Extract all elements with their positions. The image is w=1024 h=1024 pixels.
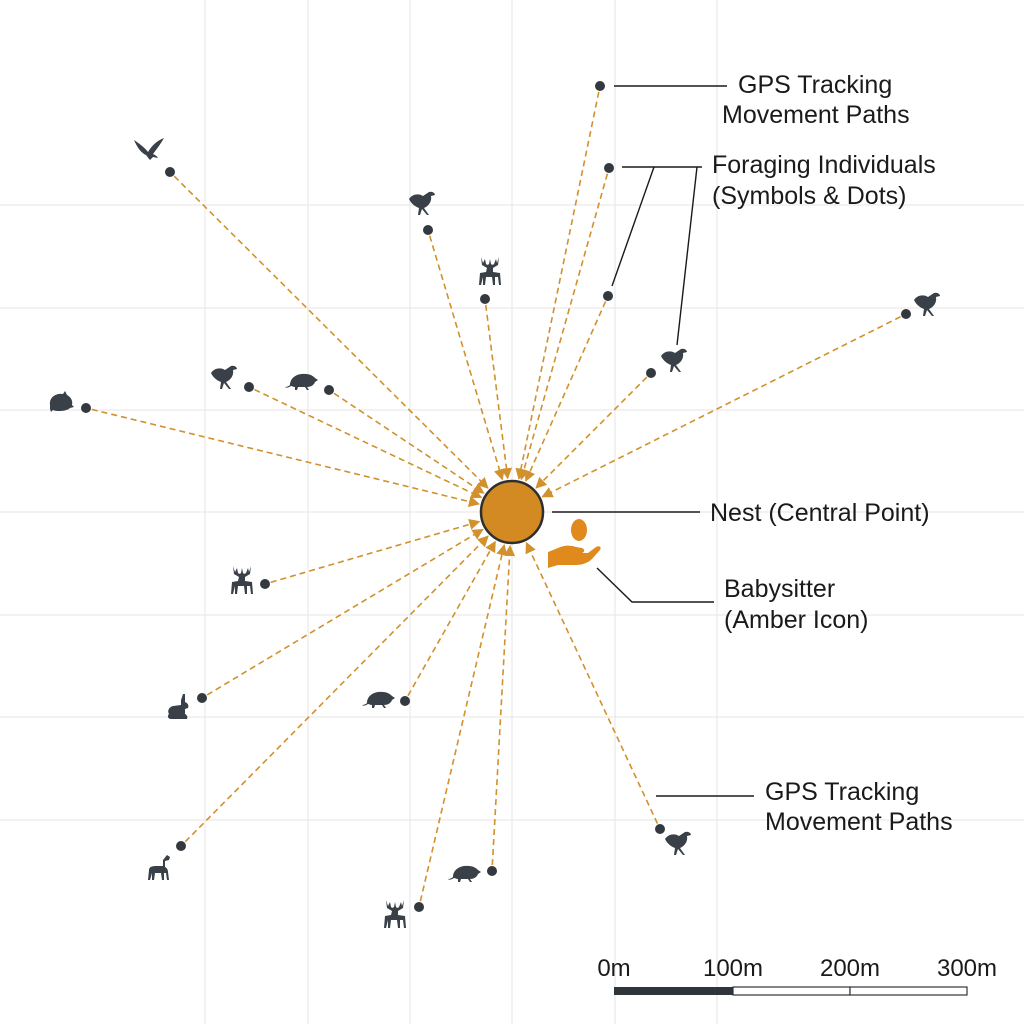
- gps-dot: [324, 385, 334, 395]
- leader-line: [611, 166, 655, 287]
- nest-label: Nest (Central Point): [710, 499, 930, 527]
- gps-dot: [81, 403, 91, 413]
- leader-line: [676, 166, 698, 346]
- gps-dot: [901, 309, 911, 319]
- deer-icon: [231, 566, 253, 594]
- gps-dot: [604, 163, 614, 173]
- scale-bar: [614, 986, 968, 996]
- movement-path: [535, 376, 648, 489]
- scale-label-200: 200m: [819, 955, 881, 982]
- deer-icon: [479, 257, 501, 285]
- gps-dot: [646, 368, 656, 378]
- movement-path: [491, 544, 516, 866]
- gps-dot: [244, 382, 254, 392]
- movement-path: [515, 91, 600, 480]
- rabbit-icon: [167, 694, 189, 719]
- gps-dot: [487, 866, 497, 876]
- movement-paths-label-bottom: Movement Paths: [765, 808, 953, 836]
- nest-circle: [479, 479, 545, 545]
- bird-flying-icon: [134, 138, 164, 160]
- scale-segment-200-300: [849, 986, 968, 996]
- scale-segment-0-100: [614, 987, 733, 995]
- rat-icon: [448, 865, 481, 882]
- movement-path: [206, 528, 484, 696]
- movement-path: [419, 544, 508, 902]
- leader-line: [596, 567, 714, 603]
- movement-path: [524, 301, 607, 482]
- crow-icon: [661, 348, 687, 372]
- fawn-icon: [148, 855, 170, 880]
- gps-dot: [176, 841, 186, 851]
- foraging-individuals-label: Foraging Individuals: [712, 151, 936, 179]
- movement-path: [270, 518, 481, 584]
- crow-icon: [914, 292, 940, 316]
- movement-path: [484, 304, 513, 480]
- hamster-icon: [49, 391, 74, 412]
- gps-dot: [655, 824, 665, 834]
- leader-lines: [552, 85, 754, 797]
- movement-path: [333, 392, 485, 494]
- gps-dot: [480, 294, 490, 304]
- deer-icon: [384, 900, 406, 928]
- movement-paths-label-top: Movement Paths: [722, 101, 910, 129]
- gps-dot: [260, 579, 270, 589]
- scale-label-100: 100m: [702, 955, 764, 982]
- babysitter-label: Babysitter: [724, 575, 836, 603]
- movement-paths: [91, 91, 901, 902]
- gps-dot: [197, 693, 207, 703]
- gps-dot: [414, 902, 424, 912]
- foraging-symbols-label: (Symbols & Dots): [712, 182, 907, 210]
- crow-icon: [665, 831, 691, 855]
- gps-dot: [595, 81, 605, 91]
- movement-path: [541, 315, 901, 498]
- gps-dot: [400, 696, 410, 706]
- open-hand-icon: [548, 545, 601, 568]
- movement-path: [407, 540, 496, 697]
- gps-tracking-label-top: GPS Tracking: [738, 71, 893, 99]
- movement-path: [525, 541, 659, 824]
- babysitter-icon: [548, 519, 601, 568]
- gps-dot: [165, 167, 175, 177]
- rat-icon: [285, 373, 318, 390]
- scale-label-0: 0m: [597, 955, 631, 982]
- movement-path: [184, 535, 489, 843]
- movement-path: [254, 388, 483, 499]
- babysitter-amber-label: (Amber Icon): [724, 606, 869, 634]
- crow-icon: [409, 191, 435, 215]
- movement-path: [518, 173, 609, 481]
- movement-path: [428, 235, 505, 481]
- movement-path: [173, 175, 489, 489]
- scale-segment-100-200: [732, 986, 851, 996]
- rat-icon: [362, 691, 395, 708]
- movement-path: [91, 408, 481, 507]
- foraging-individuals: [49, 81, 940, 928]
- scale-label-300: 300m: [936, 955, 998, 982]
- gps-tracking-label-bottom: GPS Tracking: [765, 778, 920, 806]
- egg-icon: [571, 519, 587, 541]
- gps-dot: [603, 291, 613, 301]
- gps-dot: [423, 225, 433, 235]
- crow-icon: [211, 365, 237, 389]
